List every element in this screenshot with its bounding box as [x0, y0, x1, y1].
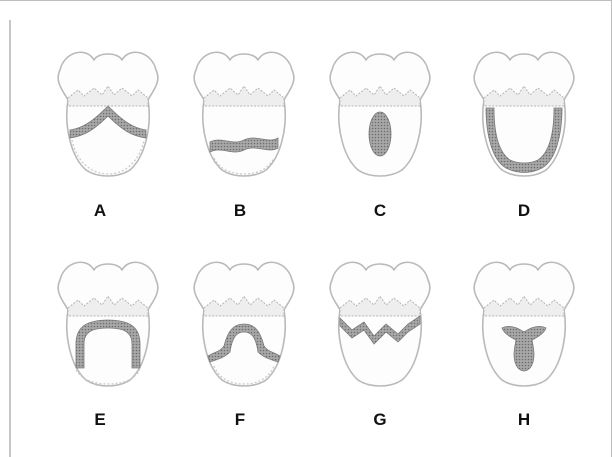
- panel-d-tongue: [474, 52, 574, 176]
- panel-c-tongue: [330, 52, 430, 176]
- panel-f-tongue: [194, 262, 294, 386]
- panel-b-tongue: [194, 52, 294, 176]
- panel-a-label: A: [94, 201, 106, 220]
- panel-f-label: F: [235, 410, 245, 429]
- panel-e-label: E: [94, 410, 105, 429]
- panel-a-tongue: [58, 52, 158, 176]
- panel-h-tongue: [474, 262, 574, 386]
- panel-g-tongue: [330, 262, 430, 386]
- panel-c-label: C: [374, 201, 386, 220]
- lesion-b: [210, 138, 278, 152]
- panel-d-label: D: [518, 201, 530, 220]
- panel-h-label: H: [518, 410, 530, 429]
- lesion-c: [369, 112, 391, 156]
- panel-b-label: B: [234, 201, 246, 220]
- panel-g-label: G: [373, 410, 386, 429]
- panel-e-tongue: [58, 262, 158, 386]
